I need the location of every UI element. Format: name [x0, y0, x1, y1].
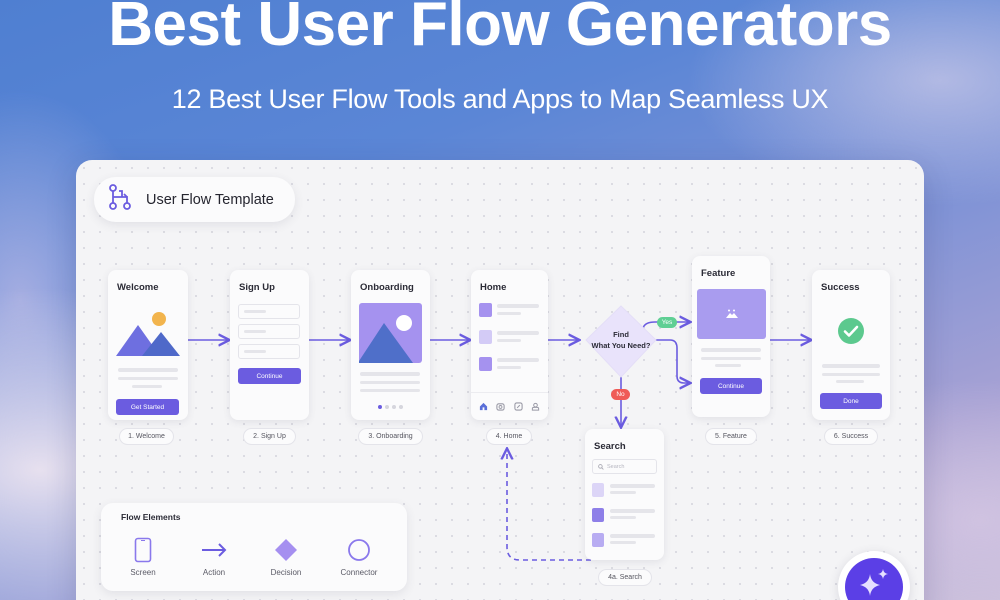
caption-feature: 5. Feature [705, 428, 757, 445]
check-circle-icon [838, 318, 864, 344]
caption-welcome: 1. Welcome [119, 428, 174, 445]
done-button[interactable]: Done [820, 393, 882, 409]
decision-label: Find What You Need? [585, 330, 657, 352]
pager-dots [378, 405, 403, 409]
home-bottom-nav [471, 392, 548, 420]
hero-title: Best User Flow Generators [108, 0, 892, 59]
compass-icon[interactable] [513, 402, 523, 411]
screen-home[interactable]: Home [471, 270, 548, 420]
screen-title: Home [480, 282, 507, 293]
feature-continue-button[interactable]: Continue [700, 378, 762, 394]
no-badge: No [611, 389, 630, 400]
caption-success: 6. Success [824, 428, 878, 445]
user-flow-template-pill[interactable]: User Flow Template [94, 177, 295, 222]
screen-title: Feature [701, 268, 736, 279]
search-result-item[interactable] [592, 508, 656, 524]
get-started-button[interactable]: Get Started [116, 399, 179, 415]
screen-search[interactable]: Search Search [585, 429, 664, 560]
signup-field-3[interactable] [238, 344, 300, 359]
sparkle-icon [860, 569, 888, 596]
legend-label: Action [202, 568, 226, 577]
image-placeholder-icon [697, 289, 766, 339]
profile-icon[interactable] [531, 402, 540, 411]
phone-screen-icon [134, 537, 152, 563]
mountain-sun-image-icon [116, 312, 180, 356]
screen-feature[interactable]: Feature Continue [692, 256, 770, 417]
home-list-item[interactable] [479, 330, 541, 346]
screen-title: Welcome [117, 282, 159, 293]
home-list-item[interactable] [479, 357, 541, 373]
search-input[interactable]: Search [592, 459, 657, 474]
signup-field-2[interactable] [238, 324, 300, 339]
home-list-item[interactable] [479, 303, 541, 319]
screen-title: Success [821, 282, 860, 293]
camera-icon[interactable] [496, 402, 506, 411]
decision-line-2: What You Need? [591, 340, 651, 350]
screen-onboarding[interactable]: Onboarding [351, 270, 430, 420]
signup-continue-button[interactable]: Continue [238, 368, 301, 384]
caption-home: 4. Home [486, 428, 532, 445]
flow-branch-icon [108, 184, 134, 215]
search-icon [598, 463, 604, 470]
arrow-right-icon [202, 543, 227, 557]
search-result-item[interactable] [592, 483, 656, 499]
caption-signup: 2. Sign Up [243, 428, 296, 445]
diamond-icon [275, 539, 297, 561]
search-result-item[interactable] [592, 533, 656, 549]
yes-badge: Yes [657, 317, 677, 328]
template-label: User Flow Template [146, 191, 274, 208]
legend-label: Screen [130, 568, 156, 577]
flow-elements-legend: Flow Elements Screen Action Decision Con… [101, 503, 407, 591]
caption-onboarding: 3. Onboarding [358, 428, 423, 445]
circle-icon [348, 539, 370, 561]
home-icon[interactable] [479, 402, 488, 411]
search-placeholder: Search [607, 463, 625, 470]
decision-line-1: Find [613, 330, 629, 339]
legend-label: Connector [340, 568, 378, 577]
mountain-moon-image-icon [359, 303, 422, 363]
legend-title: Flow Elements [121, 512, 181, 522]
caption-search: 4a. Search [598, 569, 652, 586]
screen-title: Sign Up [239, 282, 275, 293]
hero-subtitle: 12 Best User Flow Tools and Apps to Map … [171, 84, 829, 114]
screen-signup[interactable]: Sign Up Continue [230, 270, 309, 420]
screen-title: Search [594, 441, 626, 452]
screen-title: Onboarding [360, 282, 414, 293]
legend-label: Decision [270, 568, 302, 577]
screen-success[interactable]: Success Done [812, 270, 890, 420]
signup-field-1[interactable] [238, 304, 300, 319]
screen-welcome[interactable]: Welcome Get Started [108, 270, 188, 420]
